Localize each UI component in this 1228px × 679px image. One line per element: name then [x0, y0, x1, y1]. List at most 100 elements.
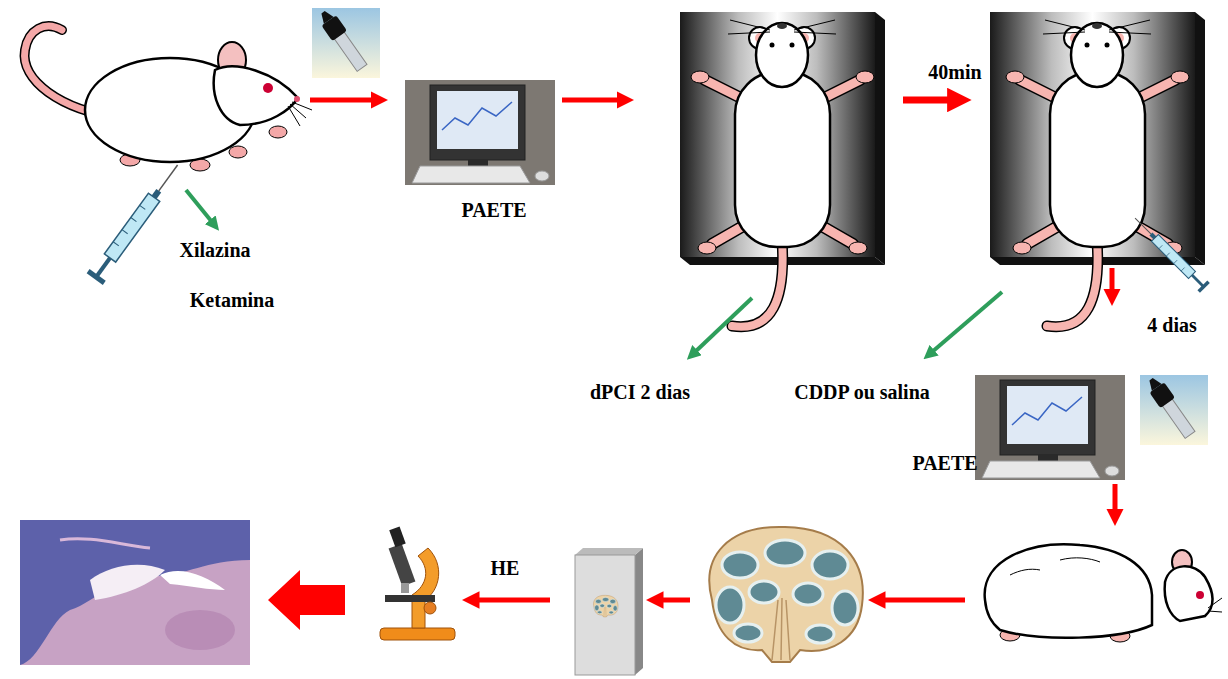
decapitated-rat [985, 544, 1152, 638]
text-label: Ketamina [190, 289, 274, 311]
cochlea-drawing [709, 527, 862, 662]
cochlea-drawing [832, 591, 858, 625]
otoscope-icon [316, 7, 370, 73]
rat-top-view [698, 242, 716, 254]
otoscope-icon [312, 7, 380, 78]
otoscope-icon [334, 32, 367, 72]
text-label: HE [491, 557, 520, 579]
green-arrow [186, 190, 212, 222]
rat-side-view [229, 146, 247, 158]
cochlea-drawing [734, 624, 762, 642]
rat-top-view [770, 43, 775, 48]
computer-photo [437, 91, 518, 149]
red-arrow [660, 598, 690, 603]
microscope-slide [575, 555, 635, 675]
text-label: PAETE [912, 452, 977, 474]
histology-image [20, 520, 250, 665]
histology-image [165, 610, 235, 650]
red-arrow [1110, 268, 1115, 292]
rat-side-view [294, 96, 300, 102]
cochlea-drawing [709, 527, 862, 662]
decapitated-rat [1208, 598, 1222, 612]
cochlea-drawing [716, 587, 744, 623]
microscope-icon [380, 526, 455, 640]
rat-top-view [732, 240, 783, 327]
otoscope-icon [312, 8, 380, 78]
green-arrow [932, 292, 1002, 352]
microscope-slide [575, 548, 643, 555]
red-arrow [476, 598, 550, 603]
decapitated-rat [1010, 558, 1100, 575]
text-label: PAETE [461, 199, 526, 221]
histology-image [160, 571, 225, 590]
microscope-icon [424, 602, 436, 614]
rat-side-view [292, 102, 312, 110]
rat-top-view [1006, 20, 1189, 327]
rat-top-view [849, 242, 867, 254]
computer-photo [975, 375, 1125, 480]
computer-photo [442, 102, 512, 130]
histology-image [20, 520, 250, 665]
green-arrow [695, 298, 752, 352]
otoscope-icon [318, 9, 334, 24]
cochlea-drawing [765, 540, 805, 566]
histology-image [20, 520, 250, 665]
microscope-slide [575, 548, 643, 675]
rat-top-view [790, 43, 795, 48]
rat-top-view [691, 71, 709, 83]
decapitated-rat [1165, 566, 1213, 621]
microscope-slide [635, 548, 643, 675]
microscope-icon [412, 548, 439, 628]
red-arrow [903, 97, 952, 104]
red-arrow [882, 598, 965, 603]
rat-top-view [856, 71, 874, 83]
decapitated-rat [985, 544, 1222, 642]
rat-side-view [87, 159, 186, 285]
rat-top-view [728, 20, 836, 34]
decapitated-rat [1196, 591, 1204, 599]
rat-side-view [25, 26, 312, 285]
computer-photo [405, 80, 555, 185]
rat-side-view [290, 104, 306, 118]
histology-image [60, 539, 150, 548]
computer-photo [412, 166, 530, 183]
computer-photo [405, 80, 555, 185]
red-arrow [310, 98, 374, 103]
rat-side-view [288, 106, 300, 126]
otoscope-icon [1140, 374, 1208, 445]
microscope-icon [380, 628, 455, 640]
cochlea-drawing [772, 598, 790, 660]
red-arrow [1113, 484, 1118, 512]
microscope-icon [385, 595, 435, 602]
big-red-arrow [268, 570, 345, 630]
restraint-board [1195, 12, 1205, 265]
cochlea-drawing [793, 583, 823, 605]
microscope-icon [389, 544, 416, 586]
cochlea-drawing [722, 552, 758, 578]
computer-photo [430, 85, 525, 160]
rat-top-view [777, 23, 787, 29]
text-label: CDDP ou salina [794, 381, 930, 403]
cochlea-drawing [812, 551, 848, 579]
rat-top-view [735, 72, 830, 247]
text-label: dPCI 2 dias [590, 381, 690, 403]
computer-photo [535, 171, 549, 181]
cochlea-drawing [749, 581, 779, 603]
microscope-icon [401, 583, 409, 593]
cochlea-drawing [806, 625, 834, 643]
rat-side-view [269, 126, 287, 138]
histology-image [90, 565, 165, 600]
restraint-board [680, 12, 875, 257]
rat-top-view [732, 240, 783, 327]
text-label: 40min [928, 61, 981, 83]
microscope-icon [389, 526, 405, 547]
rat-side-view [263, 83, 273, 93]
text-label: 4 dias [1147, 314, 1196, 336]
text-label: Xilazina [179, 239, 250, 261]
computer-photo [468, 160, 488, 166]
restraint-board [875, 12, 885, 265]
rat-side-view [214, 66, 298, 125]
